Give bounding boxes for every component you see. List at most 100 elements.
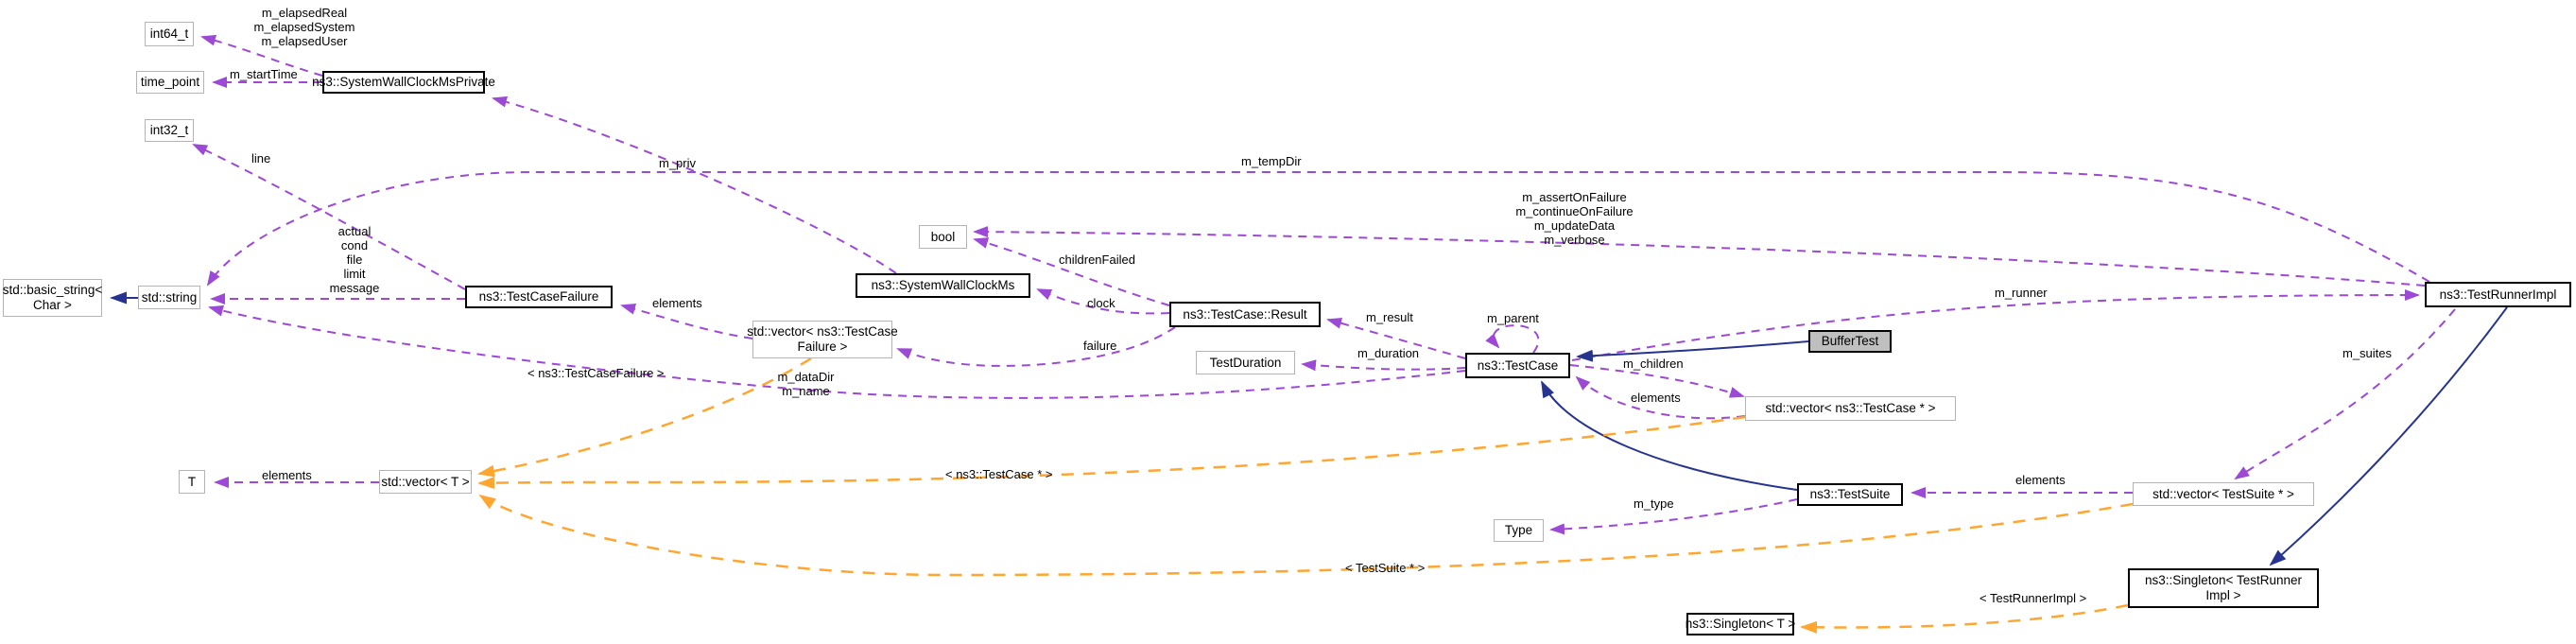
edge-m-temp-dir <box>206 171 2430 287</box>
edge-label-m-tempdir: m_tempDir <box>1241 154 1302 168</box>
node-label: ns3::TestCaseFailure <box>478 289 599 305</box>
edge-label-elapsed: m_elapsedReal m_elapsedSystem m_elapsedU… <box>238 6 371 48</box>
node-label: ns3::SystemWallClockMs <box>871 278 1015 293</box>
edge-label-template-tcf: < ns3::TestCaseFailure > <box>527 366 665 380</box>
edge-m-suites <box>2234 308 2456 480</box>
node-label: std::vector< ns3::TestCase * > <box>1765 401 1936 416</box>
node-testcase[interactable]: ns3::TestCase <box>1465 353 1570 378</box>
edge-label-line: m_assertOnFailure <box>1522 190 1627 204</box>
edge-m-parent-loop <box>1485 324 1540 354</box>
edge-buffertest-inherits-testcase <box>1576 340 1809 362</box>
edge-label-elements-ts: elements <box>2015 473 2066 487</box>
edge-label-failure: failure <box>1083 339 1117 353</box>
node-label: T <box>187 474 197 489</box>
edge-m-elapsed <box>200 34 323 77</box>
node-label: Type <box>1504 523 1533 538</box>
edge-label-m-parent: m_parent <box>1487 311 1539 325</box>
edge-label-line: actual <box>337 224 372 238</box>
node-label: std::vector< TestSuite * > <box>2152 486 2294 501</box>
edge-label-template-tc: < ns3::TestCase * > <box>945 467 1053 481</box>
edge-label-m-starttime: m_startTime <box>230 67 298 81</box>
node-label-line: Char > <box>33 298 72 312</box>
node-label: int64_t <box>149 26 189 42</box>
node-label-line: std::basic_string< <box>2 283 103 298</box>
edge-label-line: m_elapsedUser <box>261 34 348 48</box>
node-basic-string: std::basic_string< Char > <box>3 279 102 317</box>
edge-failure <box>896 326 1176 367</box>
node-label: ns3::SystemWallClockMsPrivate <box>312 75 495 90</box>
node-systemwallclockms[interactable]: ns3::SystemWallClockMs <box>856 273 1030 298</box>
node-label: ns3::TestCase <box>1477 357 1559 373</box>
edge-m-children <box>1569 364 1745 398</box>
edge-label-elements-t: elements <box>262 468 312 482</box>
edge-label-line: m_name <box>782 384 830 398</box>
edge-label-m-result: m_result <box>1366 310 1413 324</box>
node-label: ns3::Singleton< T > <box>1685 617 1796 632</box>
edge-label-m-priv: m_priv <box>659 156 697 170</box>
edge-label-template-ts: < TestSuite * > <box>1345 561 1426 575</box>
node-vector-testcasefailure: std::vector< ns3::TestCase Failure > <box>747 321 898 358</box>
node-int32-t: int32_t <box>145 119 194 142</box>
edge-label-line: m_elapsedSystem <box>253 20 355 34</box>
node-systemwallclockms-private[interactable]: ns3::SystemWallClockMsPrivate <box>312 71 495 94</box>
node-singleton-t[interactable]: ns3::Singleton< T > <box>1685 613 1796 635</box>
node-label-line: Failure > <box>797 339 848 354</box>
edge-label-m-runner: m_runner <box>1995 286 2048 300</box>
node-testrunnerimpl[interactable]: ns3::TestRunnerImpl <box>2425 282 2571 307</box>
node-testduration: TestDuration <box>1196 351 1295 374</box>
node-label: TestDuration <box>1209 355 1282 370</box>
node-testcasefailure[interactable]: ns3::TestCaseFailure <box>465 286 613 308</box>
edge-label-line: m_verbose <box>1544 233 1605 247</box>
edge-testsuite-inherits-testcase <box>1541 380 1798 491</box>
edge-label-elements-tcf: elements <box>652 296 702 310</box>
node-bool: bool <box>919 225 967 249</box>
node-label: ns3::TestRunnerImpl <box>2439 287 2557 302</box>
node-testsuite[interactable]: ns3::TestSuite <box>1797 483 1903 506</box>
edge-m-priv <box>492 96 897 274</box>
edge-label-line: limit <box>343 267 366 281</box>
edge-label-line: cond <box>340 238 369 252</box>
node-label: std::vector< T > <box>381 474 470 489</box>
node-label: std::string <box>141 289 198 305</box>
edge-elements-tc <box>1575 375 1746 420</box>
edge-runner-flags <box>973 226 2426 287</box>
edge-template-tcf <box>477 357 812 478</box>
edge-label-m-duration: m_duration <box>1357 346 1420 360</box>
edge-m-result <box>1326 317 1466 359</box>
node-label-line: std::vector< ns3::TestCase <box>747 324 898 339</box>
edge-label-elements-tc: elements <box>1631 391 1681 405</box>
edge-template-ts <box>478 494 2134 577</box>
edge-children-failed <box>973 237 1170 306</box>
node-vector-testsuite-ptr: std::vector< TestSuite * > <box>2133 482 2314 506</box>
edge-label-line: file <box>346 252 363 267</box>
edge-template-tc <box>477 415 1746 490</box>
node-label: ns3::TestSuite <box>1809 487 1891 502</box>
edge-testrunnerimpl-inherits-singleton <box>2269 306 2508 566</box>
node-label-line: ns3::Singleton< TestRunner <box>2145 573 2302 588</box>
node-singleton-testrunnerimpl[interactable]: ns3::Singleton< TestRunner Impl > <box>2128 568 2319 608</box>
edge-label-failure-fields: actual cond file limit message <box>312 224 397 295</box>
edge-label-m-suites: m_suites <box>2343 346 2393 360</box>
edge-clock <box>1036 288 1170 315</box>
edge-label-template-tri: < TestRunnerImpl > <box>1980 591 2087 605</box>
edge-label-runner-flags: m_assertOnFailure m_continueOnFailure m_… <box>1496 190 1652 247</box>
edge-label-m-children: m_children <box>1623 357 1684 371</box>
node-int64-t: int64_t <box>145 22 194 46</box>
edge-label-line: line <box>251 151 271 165</box>
node-type: Type <box>1494 519 1544 542</box>
node-label: time_point <box>140 75 200 90</box>
edge-m-runner <box>1571 289 2420 361</box>
edge-label-line: m_updateData <box>1533 218 1616 233</box>
edge-label-line: m_elapsedReal <box>261 6 348 20</box>
node-t: T <box>179 470 205 494</box>
edge-m-type <box>1549 498 1798 535</box>
edge-label-clock: clock <box>1087 296 1115 310</box>
edge-label-datadir-name: m_dataDir m_name <box>770 370 841 398</box>
edge-label-line: m_dataDir <box>777 370 835 384</box>
node-vector-t: std::vector< T > <box>379 470 472 494</box>
edge-label-line: m_continueOnFailure <box>1515 204 1634 218</box>
edge-template-tri <box>1800 603 2129 634</box>
node-testcase-result[interactable]: ns3::TestCase::Result <box>1169 302 1321 327</box>
